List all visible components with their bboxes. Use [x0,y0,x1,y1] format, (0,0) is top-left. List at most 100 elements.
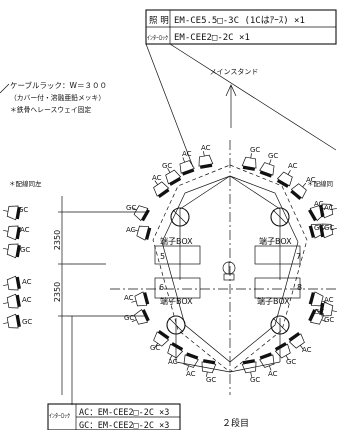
gc-label: GC [124,314,134,322]
leader-line [169,43,337,151]
ac-label: AC [126,226,136,234]
main-stand-arrow-icon [225,84,237,128]
ac-label: AC [306,176,316,184]
light-fixture-icon [132,205,150,222]
light-fixture-icon [198,151,214,169]
terminal-box-lower-left: 6 端子BOX [154,277,201,335]
gc-label: GC [324,316,334,324]
light-fixture-icon [241,359,257,377]
gc-label: GC [22,318,32,326]
center-fixture-icon [222,261,236,281]
number-6: 6 [159,283,164,292]
ac-label: AC [20,226,30,234]
legend-top-row2-value: EM-CEE2□-2C ×1 [174,33,250,43]
ac-label: AC [22,296,32,304]
light-fixture-icon [274,342,291,360]
light-fixture-icon [201,359,217,377]
ac-label: AC [314,200,324,208]
ac-label: AC [168,358,178,366]
light-fixture-icon [259,352,275,371]
terminal-box-label: 端子BOX [160,296,193,306]
gc-label: GC [250,146,260,154]
light-fixture-icon [319,223,337,239]
gc-label: GC [286,358,296,366]
light-fixture-icon [153,330,170,348]
light-fixture-icon [167,342,184,360]
light-fixture-icon [153,180,170,198]
stage-label: ２段目 [222,417,249,429]
gc-label: GC [20,246,30,254]
ac-label: AC [22,278,32,286]
leader-line [145,43,194,168]
light-fixture-icon [308,291,327,307]
wiring-same-left-note: ＊配線同左 [9,179,42,188]
gc-label: GC [268,152,278,160]
gc-label: GC [250,376,260,384]
terminal-box-label: 端子BOX [259,236,292,246]
light-fixture-icon [290,182,307,200]
legend-bottom-row2: GC：EM-CEE2□-2C ×3 [79,421,169,430]
light-fixture-icon [319,203,337,219]
gc-label: GC [150,344,160,352]
gc-label: GC [314,224,324,232]
wiring-same-right-note: ＊配線同 [307,179,333,188]
gc-label: GC [162,162,172,170]
light-fixture-icon [133,225,152,241]
legend-top-table: 照 明 EM-CE5.5□-3C (1Cはｱｰｽ) ×1 ｲﾝﾀｰﾛｯｸ EM-… [145,9,337,45]
light-fixture-icon [3,225,21,241]
ac-label: AC [201,144,211,152]
ac-label: AC [324,296,334,304]
legend-top-row2-key: ｲﾝﾀｰﾛｯｸ [147,35,168,42]
ac-label: AC [288,162,298,170]
ac-label: AC [186,370,196,378]
gc-label: GC [206,376,216,384]
ac-label: AC [268,370,278,378]
light-fixture-icon [165,168,182,186]
light-fixture-icon [3,243,21,259]
light-fixture-icon [288,332,305,350]
ac-label: AC [182,150,192,158]
light-fixture-icon [3,313,21,329]
gc-label: GC [18,206,28,214]
gc-label: GC [126,204,136,212]
cable-rack-line3: ＊鉄骨へレースウェイ固定 [10,105,91,114]
legend-bottom-table: ｲﾝﾀｰﾛｯｸ AC：EM-CEE2□-2C ×3 GC：EM-CEE2□-2C… [47,403,181,430]
terminal-box-upper-left: 端子BOX 5 [154,207,201,265]
light-fixture-icon [131,291,150,307]
light-fixture-icon [319,301,337,317]
dimension-chain-left: 2350 2350 [53,196,146,395]
legend-bottom-key: ｲﾝﾀｰﾛｯｸ [49,413,70,420]
terminal-box-label: 端子BOX [257,296,290,306]
ac-label: AC [124,294,134,302]
light-fixture-icon [3,293,21,309]
gc-label: GC [324,224,334,232]
light-fixture-icon [131,308,150,325]
terminal-box-label: 端子BOX [160,236,193,246]
main-stand-label: メインスタンド [210,67,259,76]
number-7: 7 [296,252,301,261]
light-fixture-icon [3,275,21,291]
ac-label: AC [324,204,334,212]
ac-label: AC [302,346,312,354]
terminal-box-upper-right: 端子BOX 7 [254,207,301,265]
legend-bottom-row1: AC：EM-CEE2□-2C ×3 [79,408,169,418]
cable-rack-note: ケーブルラック：W＝３００ （カバー付・溶融亜鉛メッキ） ＊鉄骨へレースウェイ固… [0,80,107,114]
internal-cable-lines [175,175,281,373]
ac-label: AC [152,174,162,182]
number-5: 5 [160,252,165,261]
light-fixture-icon [308,308,327,325]
light-fixture-icon [259,159,275,178]
light-fixture-icon [179,157,195,176]
cable-rack-line2: （カバー付・溶融亜鉛メッキ） [10,93,105,102]
legend-top-row1-key: 照 明 [149,16,169,26]
legend-top-row1-value: EM-CE5.5□-3C (1Cはｱｰｽ) ×1 [174,15,305,26]
light-fixture-icon [241,153,257,171]
number-8: 8 [297,283,302,292]
dimension-2350-lower: 2350 [53,282,62,302]
light-fixture-icon [276,170,293,188]
dimension-2350-upper: 2350 [53,230,62,250]
terminal-box-lower-right: 8 端子BOX [254,277,302,335]
gc-label: GC [314,308,324,316]
